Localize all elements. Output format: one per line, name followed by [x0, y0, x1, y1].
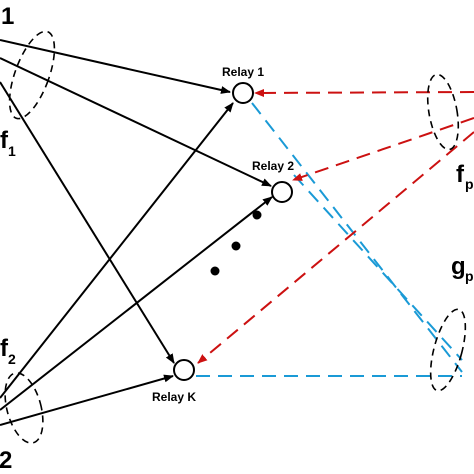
channel-label-fp: f p [456, 161, 474, 192]
link-s1-relay1 [0, 39, 231, 94]
ellipse-gp [429, 308, 467, 392]
link-s1-relay2 [0, 57, 272, 187]
link-s2-relayk [0, 374, 174, 426]
relay-k-node [173, 359, 195, 381]
relay-2-node [271, 181, 293, 203]
relay-2-label: Relay 2 [252, 159, 294, 173]
fp-main: f [456, 161, 465, 188]
source-1-label: 1 [1, 3, 14, 30]
link-s2-relay2 [0, 196, 273, 411]
f1-main: f [0, 127, 9, 154]
f2-main: f [0, 335, 9, 362]
dot [210, 266, 220, 276]
source-2-label: 2 [0, 447, 12, 474]
relay-1: Relay 1 [222, 65, 264, 104]
channel-label-f1: f 1 [0, 127, 16, 159]
ellipse-f1 [8, 30, 56, 120]
dot [231, 241, 241, 251]
gp-main: g [451, 253, 466, 280]
link-s1-relayk [0, 81, 175, 364]
gp-sub: p [465, 268, 474, 284]
relay-k: Relay K [152, 359, 196, 404]
red-link-relayk [197, 131, 474, 364]
relay-2: Relay 2 [252, 159, 294, 203]
f2-sub: 2 [8, 351, 16, 367]
channel-label-gp: g p [451, 253, 474, 284]
relay-1-node [232, 82, 254, 104]
ellipse-fp [426, 73, 460, 151]
channel-ellipses [4, 30, 467, 444]
blue-dashed-links [196, 102, 463, 377]
solid-links-source1 [0, 39, 272, 364]
blue-link-relay2 [293, 174, 463, 361]
red-link-relay2 [292, 117, 474, 181]
fp-sub: p [465, 176, 474, 192]
solid-links-source2 [0, 102, 273, 426]
dot [252, 210, 262, 220]
red-dashed-links [197, 88, 474, 364]
red-link-relay1 [254, 88, 474, 97]
relay-1-label: Relay 1 [222, 65, 264, 79]
more-relays-dots [210, 210, 262, 276]
link-s2-relay1 [0, 102, 234, 399]
ellipse-f2 [4, 372, 44, 444]
channel-label-f2: f 2 [0, 335, 16, 367]
blue-link-relay1 [251, 102, 463, 373]
relay-k-label: Relay K [152, 390, 196, 404]
f1-sub: 1 [8, 143, 16, 159]
